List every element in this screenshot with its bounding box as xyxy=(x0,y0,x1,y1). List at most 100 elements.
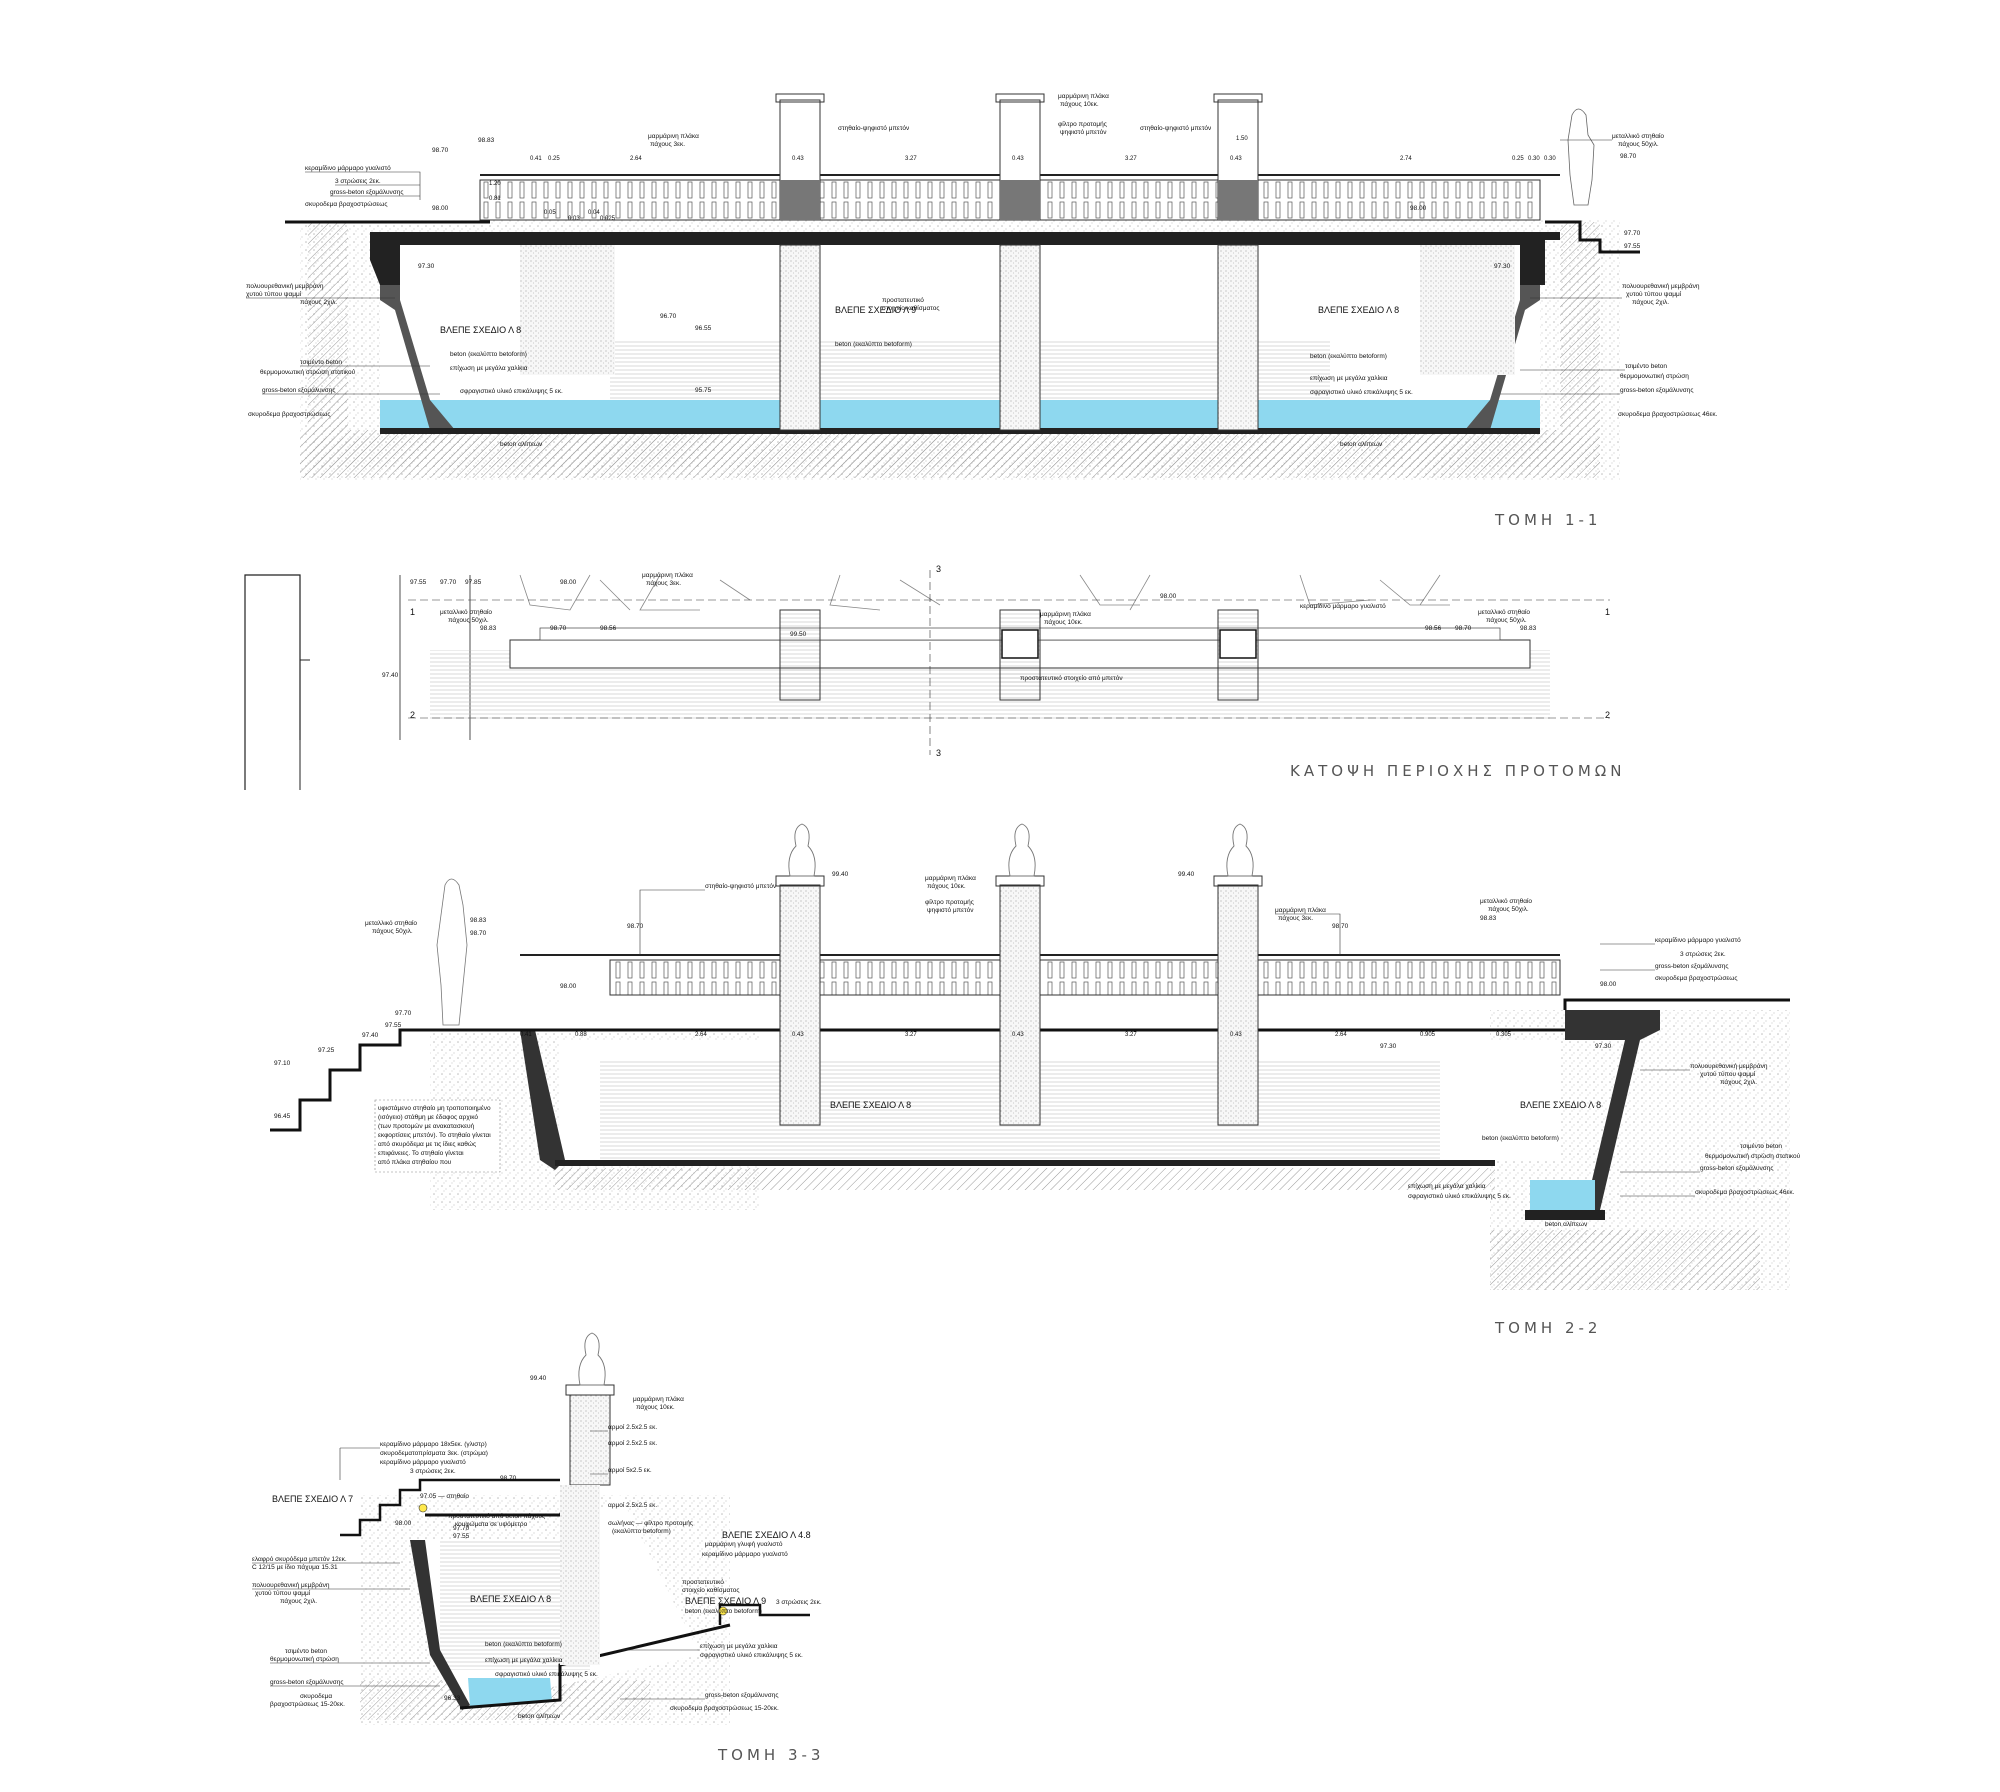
s22-balustrade xyxy=(609,959,1561,996)
pedestal-cap-3 xyxy=(1213,93,1263,103)
pedestal-1-dark xyxy=(780,180,820,220)
plan-title: ΚΑΤΟΨΗ ΠΕΡΙΟΧΗΣ ΠΡΟΤΟΜΩΝ xyxy=(1290,762,1625,780)
plan-stones xyxy=(519,574,1450,611)
level-97-70-r: 97.70 xyxy=(1624,230,1641,237)
bust-1 xyxy=(788,823,816,877)
s22-level-5: 97.70 xyxy=(395,1010,412,1017)
s33-b4: σκυροδεμα βραχοστρώσεως 15-20εκ. xyxy=(670,1704,779,1712)
s22-note-r1: μεταλλικό στηθαίο xyxy=(1480,897,1532,905)
note-bottom-left: beton αλίπεων xyxy=(500,440,542,448)
bust-3 xyxy=(1226,823,1254,877)
note-left-8: θερμομονωτική στρώση στατικού xyxy=(260,368,356,376)
s22-dim-5: 0.43 xyxy=(1012,1032,1024,1038)
s22-level-7: 97.40 xyxy=(362,1032,379,1039)
level-98-70-r: 98.70 xyxy=(1620,153,1637,160)
s22-level-3: 98.70 xyxy=(470,930,487,937)
level-97-30-b: 97.30 xyxy=(1494,263,1511,270)
s22-note-r12: σκυροδεμα βραχοστρώσεως 46εκ. xyxy=(1695,1188,1795,1196)
s33-t4: 3 στρώσεις 2εκ. xyxy=(410,1467,456,1475)
dim-9: 0.25 xyxy=(1512,156,1524,162)
statue-left xyxy=(436,878,468,1026)
s33-l8: gross-beton εξομάλυνσης xyxy=(270,1678,344,1686)
note-right-0: μεταλλικό στηθαίο xyxy=(1612,132,1664,140)
level-96-70: 96.70 xyxy=(660,313,677,320)
note-left-4: πολυουρεθανική μεμβράνη xyxy=(246,282,324,290)
s22-note-r6: πολυουρεθανική μεμβράνη xyxy=(1690,1062,1768,1070)
plan-note-2b: πάχους 3εκ. xyxy=(646,579,681,587)
s33-t11: κεραμίδινο μάρμαρο γυαλιστό xyxy=(702,1550,788,1558)
s22-note-r5: σκυροδεμα βραχοστρώσεως xyxy=(1655,974,1737,982)
s22-level-10: 96.45 xyxy=(274,1113,291,1120)
s22-level-11: 98.70 xyxy=(627,923,644,930)
s33-t10b: (εκαλύπτο betoform) xyxy=(612,1527,671,1535)
s33-t8: αρμοί 5x2.5 εκ. xyxy=(608,1466,652,1474)
s22-level-6: 97.55 xyxy=(385,1022,402,1029)
plan-note-1: μεταλλικό στηθαίο xyxy=(440,608,492,616)
leader-lines-2-2 xyxy=(639,889,1700,1197)
side-block-right xyxy=(1420,245,1515,375)
plan-level-8: 98.00 xyxy=(1160,593,1177,600)
s33-level-2: 98.00 xyxy=(395,1520,412,1527)
s33-int1: προστατευτικό από beton πάχους xyxy=(448,1512,545,1520)
plan-level-10: 98.70 xyxy=(1455,625,1472,632)
note-left-3: σκυροδεμα βραχοστρώσεως xyxy=(305,200,387,208)
s22-dim-9: 0.905 xyxy=(1420,1032,1436,1038)
ref-label-3: ΒΛΕΠΕ ΣΧΕΔΙΟ Λ 8 xyxy=(1318,305,1399,315)
s33-b1: επίχωση με μεγάλα χαλίκια xyxy=(700,1642,778,1650)
note-left-1: 3 στρώσεις 2εκ. xyxy=(335,177,381,185)
s33-level-0: 99.40 xyxy=(530,1375,547,1382)
dim-15: 0.05 xyxy=(544,210,556,216)
s33-t3: κεραμίδινο μάρμαρο γυαλιστό xyxy=(380,1458,466,1466)
s33-ref-3: ΒΛΕΠΕ ΣΧΕΔΙΟ Λ 9 xyxy=(685,1596,766,1606)
plan-note-1b: πάχους 50χιλ. xyxy=(448,616,489,624)
s33-marker-2 xyxy=(718,1606,728,1616)
section-2-2-title: ΤΟΜΗ 2-2 xyxy=(1494,1319,1601,1337)
plan-pedestal-2 xyxy=(1001,629,1039,659)
s22-note-left-b: πάχους 50χιλ. xyxy=(372,927,413,935)
s22-level-14: 98.00 xyxy=(1600,981,1617,988)
plan-note-3b: πάχους 10εκ. xyxy=(1044,618,1083,626)
level-98-00-r: 98.00 xyxy=(1410,205,1427,212)
s33-ref-2: ΒΛΕΠΕ ΣΧΕΔΙΟ Λ 8 xyxy=(470,1594,551,1604)
note-beton-right: beton (εκαλύπτο betoform) xyxy=(1310,352,1387,360)
s33-t6: αρμοί 2.5x2.5 εκ. xyxy=(608,1423,657,1431)
s22-dim-0: 0.41 xyxy=(520,1032,532,1038)
note-left-10: σκυροδεμα βραχοστρώσεως xyxy=(248,410,330,418)
plan-level-0: 97.55 xyxy=(410,579,427,586)
s22-dim-10: 0.305 xyxy=(1496,1032,1512,1038)
s22-level-16: 97.30 xyxy=(1595,1043,1612,1050)
dim-14: 1.50 xyxy=(1236,136,1248,142)
dim-18: 0.025 xyxy=(600,216,616,222)
s33-m4: beton αλίπεων xyxy=(518,1712,560,1720)
dim-0: 0.41 xyxy=(530,156,542,162)
level-97-55-r: 97.55 xyxy=(1624,243,1641,250)
dim-1: 0.25 xyxy=(548,156,560,162)
note-prot: προστατευτικό xyxy=(882,296,924,304)
note-top-3: μαρμάρινη πλάκα xyxy=(1058,92,1109,100)
s22-right-bottom xyxy=(1525,1210,1605,1220)
s33-l10: βραχοστρώσεως 15-20εκ. xyxy=(270,1700,345,1708)
s22-note-bottom: beton αλίπεων xyxy=(1545,1220,1587,1228)
s33-m3: σφραγιστικό υλικό επικάλυψης 5 εκ. xyxy=(495,1670,598,1678)
pedestal-2-dark xyxy=(1000,180,1040,220)
s22-note-r1b: πάχους 50χιλ. xyxy=(1488,905,1529,913)
plan-level-2: 97.85 xyxy=(465,579,482,586)
s33-level-4: 97.55 xyxy=(453,1533,470,1540)
s33-bust xyxy=(578,1332,606,1386)
s22-note-c3: φίλτρο προτομής xyxy=(925,898,974,906)
s33-t12: μαρμάρινη γλυφή γυαλιστό xyxy=(705,1540,783,1548)
s22-slab-fill xyxy=(555,1168,1495,1190)
s33-column xyxy=(560,1485,600,1665)
s22-level-13: 98.70 xyxy=(1332,923,1349,930)
s22-note-r4: gross-beton εξομάλυνσης xyxy=(1655,962,1729,970)
note-top-1b: πάχους 3εκ. xyxy=(650,140,685,148)
pedestal-3-dark xyxy=(1218,180,1258,220)
note-right-5: τσιμέντο beton xyxy=(1625,362,1667,370)
plan-note-1-r: μεταλλικό στηθαίο xyxy=(1478,608,1530,616)
note-beton-left: beton (εκαλύπτο betoform) xyxy=(450,350,527,358)
s22-note-c1: στηθαίο-ψηφιστό μπετόν xyxy=(705,882,776,890)
s22-water xyxy=(1530,1180,1595,1210)
s22-level-4: 98.00 xyxy=(560,983,577,990)
section-1-1-title: ΤΟΜΗ 1-1 xyxy=(1494,511,1601,529)
level-95-75: 95.75 xyxy=(695,387,712,394)
